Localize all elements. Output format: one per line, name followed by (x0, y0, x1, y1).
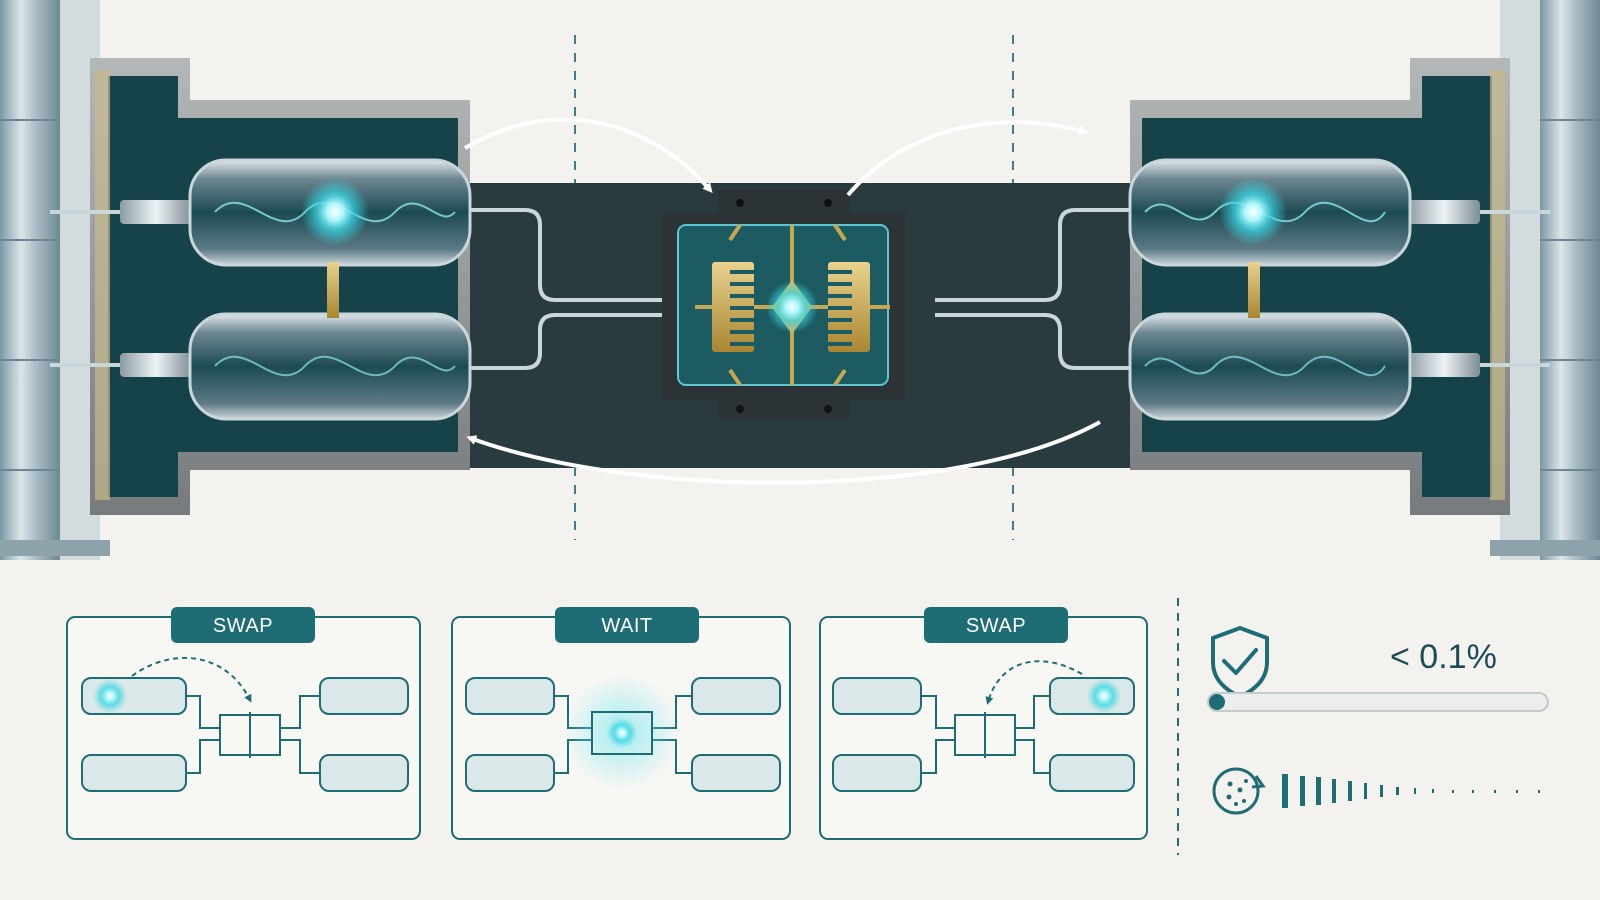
step-label-badge (555, 607, 699, 643)
qubit-glow-icon (301, 178, 369, 246)
shield-check-icon (1211, 625, 1269, 700)
resonator-left-top (120, 158, 472, 267)
transfer-arrow-icon (466, 420, 1101, 485)
right-storage-module (1130, 58, 1510, 515)
decay-dots-icon (1212, 767, 1266, 815)
left-coupling-post (327, 262, 339, 318)
transfer-arrow-icon (463, 117, 713, 194)
qubit-glow-icon (93, 679, 127, 713)
qubit-glow-icon (607, 718, 637, 748)
wiring (50, 208, 1550, 370)
resonator-left-bottom (120, 312, 472, 421)
right-coupling-post (1248, 262, 1260, 318)
transfer-arrow-icon (846, 120, 1089, 197)
step-panel-swap-1: SWAP (66, 607, 421, 840)
step-label-badge (171, 607, 315, 643)
step-label: WAIT (601, 615, 652, 637)
qubit-glow-icon (1219, 178, 1287, 246)
qubit-glow-icon (1087, 679, 1121, 713)
resonator-right-bottom (1128, 312, 1480, 421)
decay-bars (1282, 774, 1540, 808)
error-rate-value: < 0.1% (1390, 638, 1497, 676)
step-panel-wait: WAIT (451, 607, 791, 840)
fidelity-bar-fill (1209, 694, 1225, 710)
step-panel-swap-2: SWAP (819, 607, 1148, 840)
step-label: SWAP (966, 615, 1026, 637)
fidelity-bar (1207, 692, 1549, 712)
resonator-right-top (1128, 158, 1480, 267)
step-label: SWAP (213, 615, 273, 637)
step-label-badge (924, 607, 1068, 643)
left-storage-module (90, 58, 470, 515)
coupler-chip-icon (662, 190, 905, 420)
